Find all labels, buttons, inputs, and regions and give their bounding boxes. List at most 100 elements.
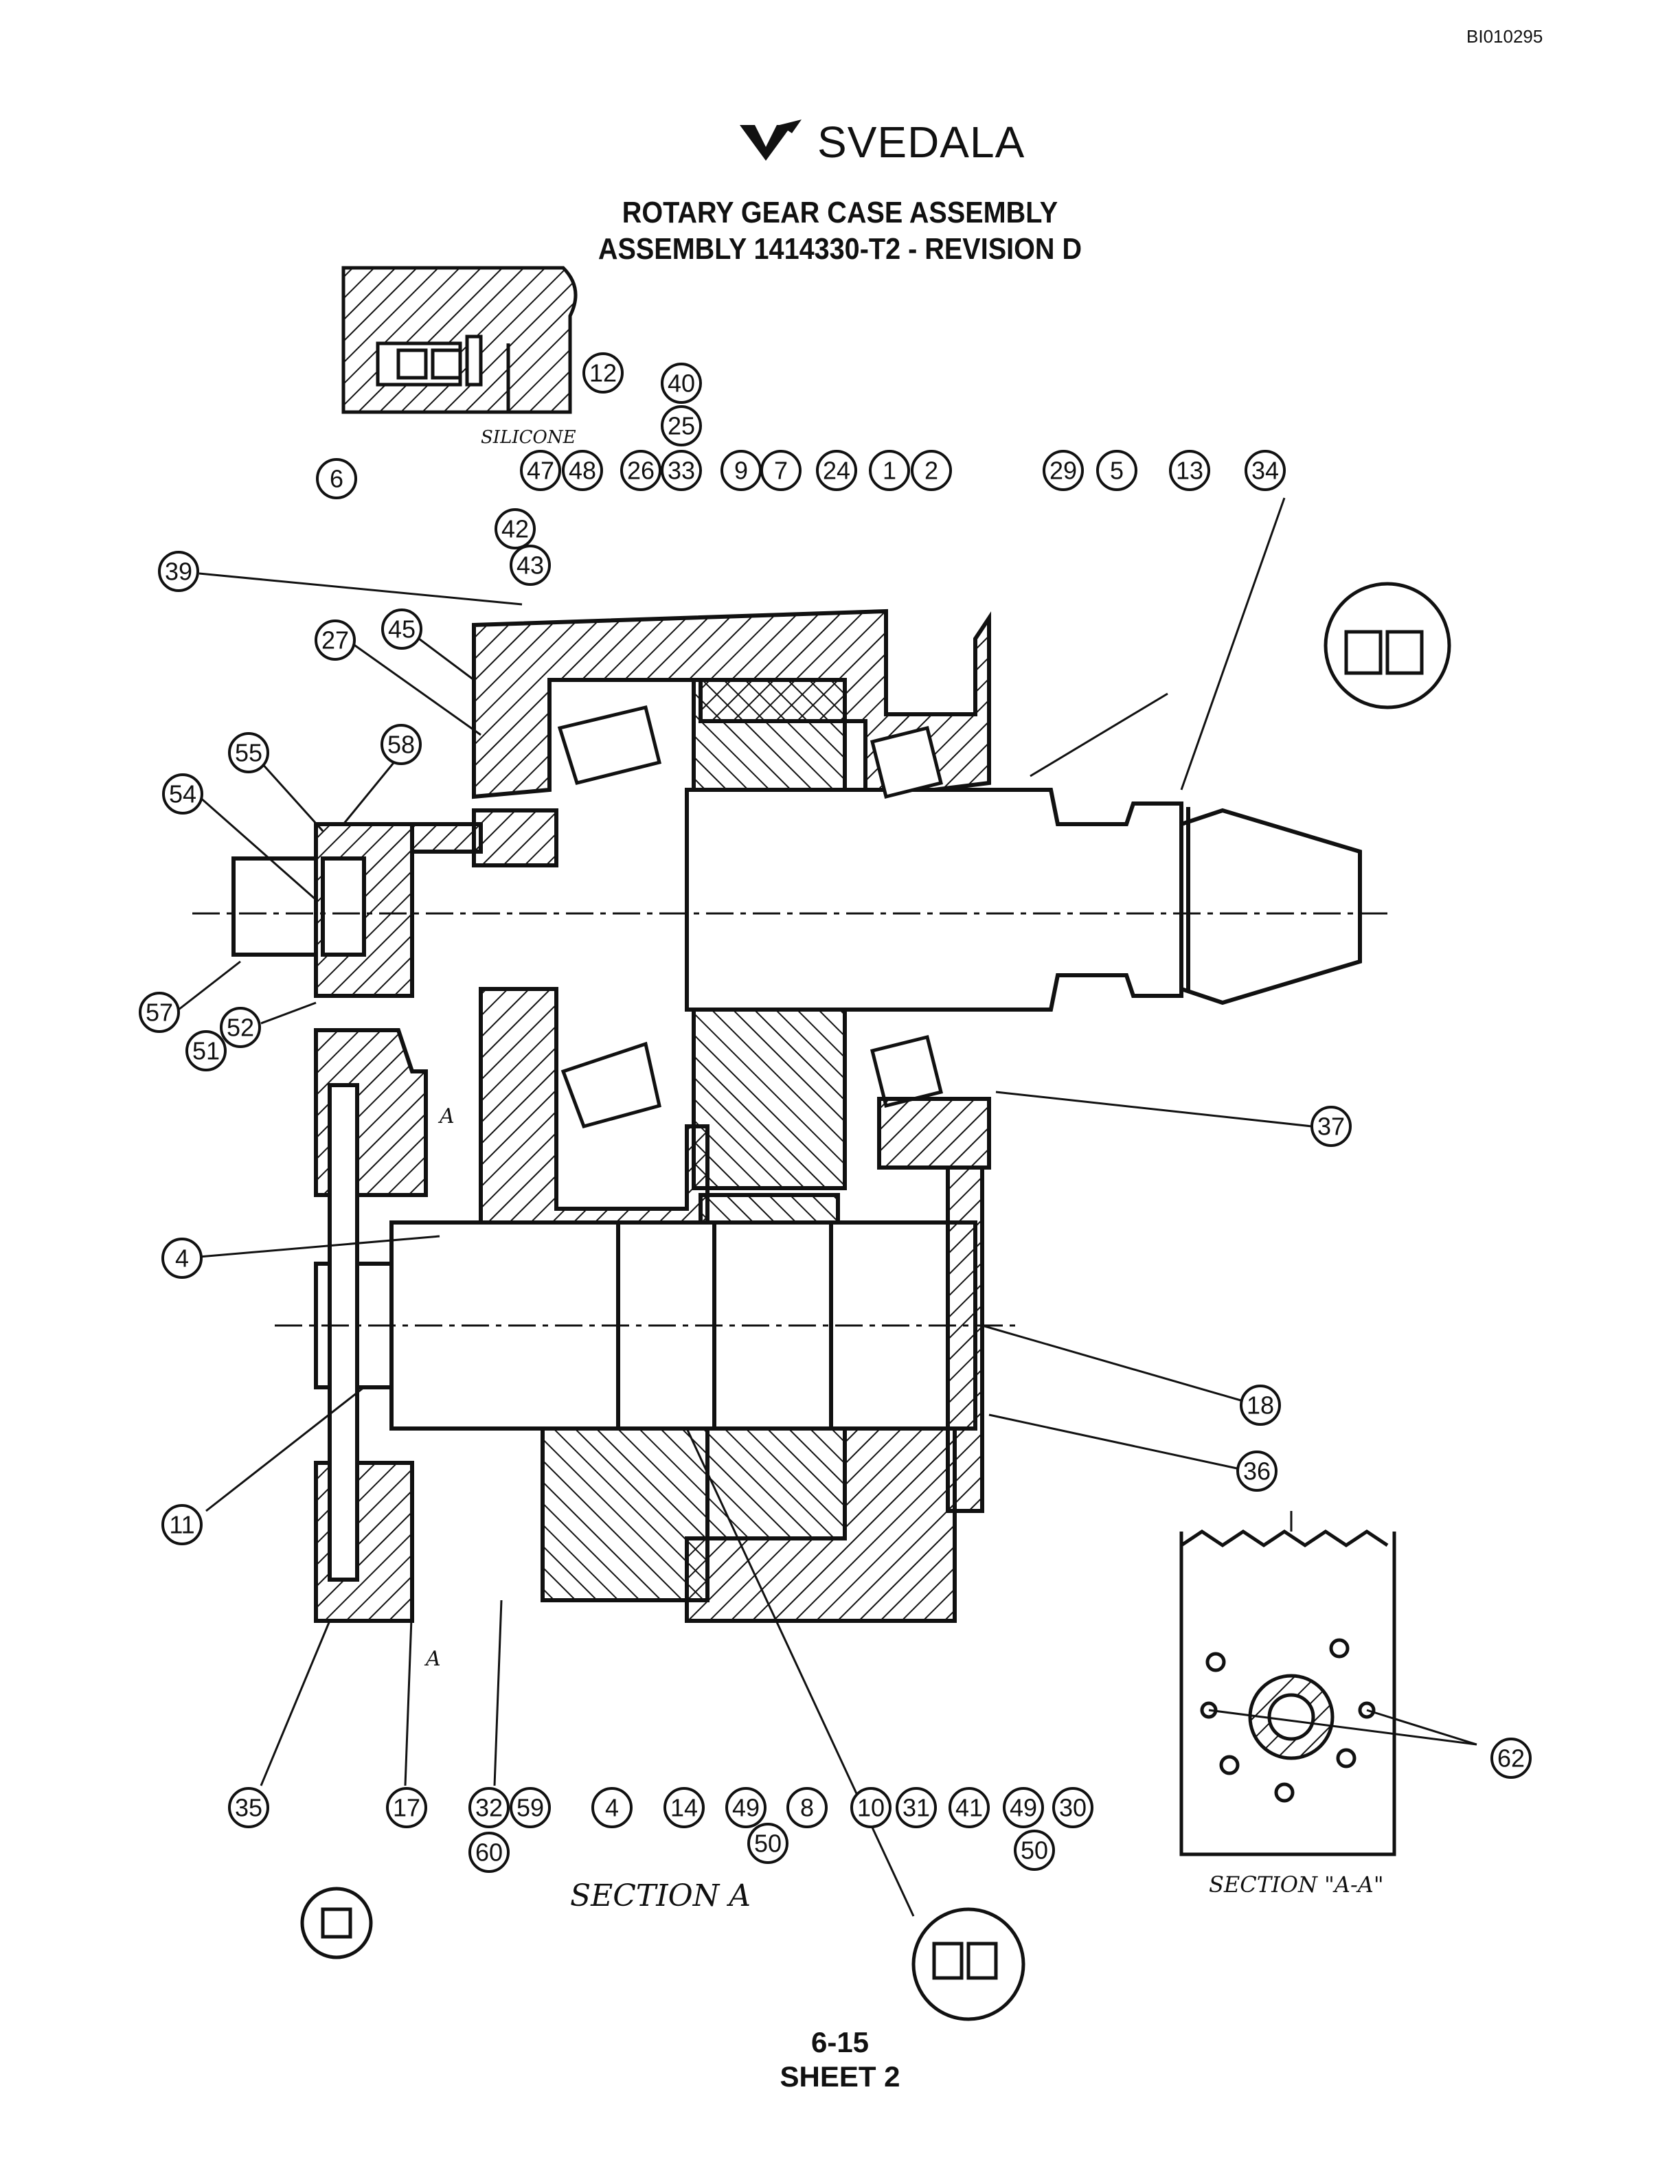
svg-text:50: 50 — [754, 1830, 782, 1858]
svg-text:50: 50 — [1021, 1836, 1048, 1865]
svg-text:12: 12 — [589, 359, 617, 387]
callout-11: 11 — [161, 1504, 203, 1545]
callout-10: 10 — [850, 1787, 892, 1828]
callout-5: 5 — [1096, 450, 1137, 491]
callout-12: 12 — [582, 352, 624, 394]
callout-51: 51 — [185, 1030, 227, 1071]
callout-33: 33 — [661, 450, 702, 491]
section-aa-view — [1179, 1529, 1396, 1856]
callout-7: 7 — [760, 450, 802, 491]
callout-39: 39 — [158, 551, 199, 592]
svg-text:57: 57 — [146, 999, 173, 1027]
callout-58: 58 — [381, 724, 422, 765]
brand-name: SVEDALA — [817, 117, 1025, 167]
callout-59: 59 — [510, 1787, 551, 1828]
callout-30: 30 — [1052, 1787, 1093, 1828]
svg-text:14: 14 — [670, 1794, 698, 1822]
svg-text:49: 49 — [732, 1794, 760, 1822]
cut-marker-a-top: A — [438, 1104, 455, 1128]
callout-47: 47 — [520, 450, 561, 491]
callout-49-left: 49 — [725, 1787, 767, 1828]
callout-43: 43 — [510, 545, 551, 586]
svg-text:17: 17 — [393, 1794, 420, 1822]
svg-text:4: 4 — [605, 1794, 619, 1822]
callout-34: 34 — [1245, 450, 1286, 491]
svg-text:29: 29 — [1049, 457, 1077, 485]
cut-marker-a-bottom: A — [424, 1647, 441, 1671]
leader-lines — [178, 497, 1477, 1917]
document-id: BI010295 — [1466, 26, 1543, 47]
svg-text:13: 13 — [1176, 457, 1203, 485]
svg-text:43: 43 — [517, 551, 544, 580]
drawing-title: ROTARY GEAR CASE ASSEMBLY — [622, 196, 1058, 229]
svg-text:9: 9 — [734, 457, 748, 485]
callout-50-left: 50 — [747, 1823, 788, 1864]
callout-50-right: 50 — [1014, 1830, 1055, 1871]
callout-32: 32 — [468, 1787, 510, 1828]
callout-31: 31 — [896, 1787, 937, 1828]
svg-text:48: 48 — [569, 457, 596, 485]
svg-text:32: 32 — [475, 1794, 503, 1822]
svg-text:6: 6 — [330, 465, 343, 493]
svg-text:8: 8 — [800, 1794, 814, 1822]
seal-detail-circles — [300, 582, 1451, 2021]
svg-text:54: 54 — [169, 780, 196, 808]
callout-29: 29 — [1043, 450, 1084, 491]
svg-text:18: 18 — [1247, 1391, 1274, 1420]
svg-text:27: 27 — [321, 626, 349, 655]
svg-text:37: 37 — [1317, 1113, 1345, 1141]
callout-24: 24 — [816, 450, 857, 491]
svg-text:42: 42 — [501, 515, 529, 543]
callout-25: 25 — [661, 405, 702, 446]
callout-60: 60 — [468, 1832, 510, 1873]
callout-37: 37 — [1310, 1106, 1352, 1147]
svg-text:40: 40 — [668, 369, 695, 398]
page-number: 6-15 — [810, 2026, 870, 2058]
svg-text:33: 33 — [668, 457, 695, 485]
tapered-bearings — [557, 705, 944, 1129]
callout-4-bottom: 4 — [591, 1787, 633, 1828]
svg-text:47: 47 — [527, 457, 554, 485]
svg-text:52: 52 — [227, 1014, 254, 1042]
callout-42: 42 — [495, 508, 536, 549]
sheet-number: SHEET 2 — [780, 2060, 900, 2093]
svg-text:5: 5 — [1110, 457, 1124, 485]
svg-text:62: 62 — [1497, 1744, 1525, 1773]
callout-14: 14 — [663, 1787, 705, 1828]
svg-text:41: 41 — [955, 1794, 983, 1822]
callout-48: 48 — [562, 450, 603, 491]
svg-text:39: 39 — [165, 558, 192, 586]
svg-text:51: 51 — [192, 1037, 220, 1065]
callout-41: 41 — [949, 1787, 990, 1828]
callout-62: 62 — [1490, 1738, 1532, 1779]
svg-text:25: 25 — [668, 412, 695, 440]
callout-4-left: 4 — [161, 1238, 203, 1279]
callout-17: 17 — [386, 1787, 427, 1828]
callout-8: 8 — [786, 1787, 828, 1828]
callout-52: 52 — [220, 1007, 261, 1048]
svg-text:58: 58 — [387, 731, 415, 759]
svg-text:55: 55 — [235, 739, 262, 767]
svg-text:31: 31 — [903, 1794, 930, 1822]
callout-27: 27 — [315, 619, 356, 661]
callout-36: 36 — [1236, 1451, 1278, 1492]
callout-55: 55 — [228, 732, 269, 773]
callout-35: 35 — [228, 1787, 269, 1828]
svg-text:60: 60 — [475, 1839, 503, 1867]
section-aa-label: SECTION "A-A" — [1209, 1872, 1384, 1898]
callout-49-right: 49 — [1003, 1787, 1044, 1828]
svg-text:59: 59 — [517, 1794, 544, 1822]
callout-1: 1 — [869, 450, 910, 491]
callout-57: 57 — [139, 992, 180, 1033]
callout-2: 2 — [911, 450, 952, 491]
svg-text:11: 11 — [169, 1511, 194, 1539]
svg-text:2: 2 — [924, 457, 938, 485]
svg-text:1: 1 — [883, 457, 896, 485]
brand-logo: SVEDALA — [738, 117, 1024, 167]
callout-9: 9 — [720, 450, 762, 491]
callout-40: 40 — [661, 363, 702, 404]
svg-text:4: 4 — [175, 1244, 189, 1273]
callout-6: 6 — [316, 458, 357, 499]
callout-13: 13 — [1169, 450, 1210, 491]
